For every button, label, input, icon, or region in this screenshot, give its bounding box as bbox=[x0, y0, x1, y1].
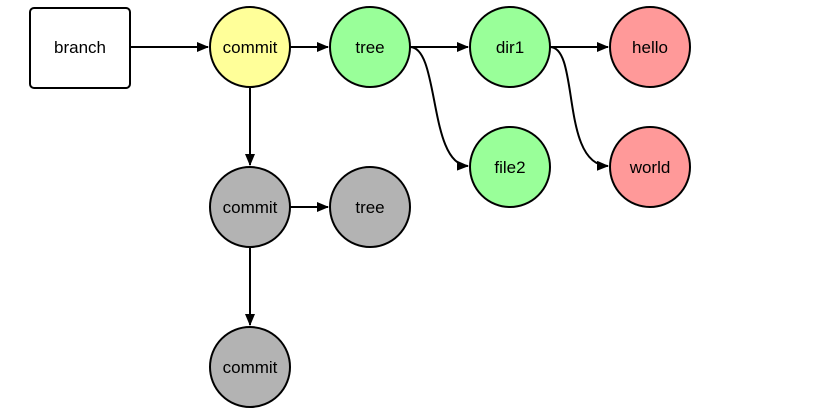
node-file2: file2 bbox=[469, 126, 551, 208]
node-commit-head-circle bbox=[209, 6, 291, 88]
node-tree-parent-circle bbox=[329, 166, 411, 248]
node-commit-grandparent-circle bbox=[209, 326, 291, 408]
node-commit-grandparent-label: commit bbox=[223, 358, 278, 377]
node-dir1: dir1 bbox=[469, 6, 551, 88]
node-commit-parent-label: commit bbox=[223, 198, 278, 217]
node-commit-parent-circle bbox=[209, 166, 291, 248]
node-branch-box bbox=[29, 7, 131, 89]
edge-tree-to-file2 bbox=[409, 46, 469, 171]
node-file2-circle bbox=[469, 126, 551, 208]
node-commit-head: commit bbox=[209, 6, 291, 88]
node-tree-head-circle bbox=[329, 6, 411, 88]
node-hello: hello bbox=[609, 6, 691, 88]
node-hello-circle bbox=[609, 6, 691, 88]
node-tree-head-label: tree bbox=[355, 38, 384, 57]
node-commit-grandparent: commit bbox=[209, 326, 291, 408]
node-dir1-circle bbox=[469, 6, 551, 88]
node-tree-parent-label: tree bbox=[355, 198, 384, 217]
node-commit-parent: commit bbox=[209, 166, 291, 248]
node-world: world bbox=[609, 126, 691, 208]
node-dir1-label: dir1 bbox=[496, 38, 524, 57]
edges bbox=[130, 42, 609, 326]
node-tree-parent: tree bbox=[329, 166, 411, 248]
node-hello-label: hello bbox=[632, 38, 668, 57]
edge-dir1-to-world bbox=[549, 46, 609, 171]
node-branch: branch bbox=[29, 7, 131, 89]
node-branch-label: branch bbox=[54, 38, 106, 57]
node-file2-label: file2 bbox=[494, 158, 525, 177]
node-world-circle bbox=[609, 126, 691, 208]
node-tree-head: tree bbox=[329, 6, 411, 88]
node-world-label: world bbox=[629, 158, 671, 177]
node-commit-head-label: commit bbox=[223, 38, 278, 57]
